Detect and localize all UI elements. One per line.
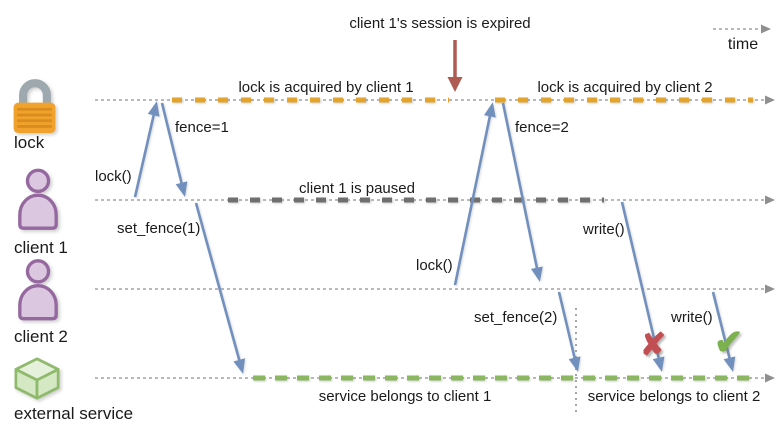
external-service-icon xyxy=(14,357,60,400)
service-belongs-client2-label: service belongs to client 2 xyxy=(587,388,761,405)
lock-call-1-label: lock() xyxy=(95,168,132,185)
write-2-arrow xyxy=(711,291,736,372)
lock-call-1-arrow xyxy=(133,101,160,198)
lock-call-2-arrow xyxy=(453,102,496,286)
lock-icon xyxy=(13,79,56,134)
lock-body xyxy=(13,102,56,134)
set-fence-2-arrow xyxy=(557,291,581,372)
fence-2-arrow xyxy=(501,102,543,282)
lock-acquired-client1-label: lock is acquired by client 1 xyxy=(238,79,414,96)
set-fence-1-label: set_fence(1) xyxy=(117,220,201,237)
write-rejected-icon: ✘ xyxy=(640,327,666,362)
actor-label-client1: client 1 xyxy=(14,238,68,257)
client2-icon xyxy=(18,259,58,321)
write-1-arrow xyxy=(620,201,665,372)
cube-faces xyxy=(14,357,60,400)
lock-shackle xyxy=(19,79,51,112)
fence-1-arrow xyxy=(160,102,188,197)
client1-paused-label: client 1 is paused xyxy=(299,180,415,197)
actor-label-external-service: external service xyxy=(14,404,134,423)
write-accepted-icon: ✔ xyxy=(714,323,744,362)
set-fence-1-arrow xyxy=(194,202,245,374)
fence-2-label: fence=2 xyxy=(515,119,569,136)
write-2-label: write() xyxy=(671,309,713,326)
service-belongs-client1-label: service belongs to client 1 xyxy=(318,388,492,405)
client2-head xyxy=(25,259,51,284)
client1-body xyxy=(18,193,58,230)
client1-icon xyxy=(18,168,58,230)
client2-body xyxy=(18,284,58,321)
set-fence-2-label: set_fence(2) xyxy=(474,309,558,326)
actor-label-lock: lock xyxy=(14,133,45,152)
lock-acquired-client2-label: lock is acquired by client 2 xyxy=(537,79,713,96)
lock-call-2-label: lock() xyxy=(416,257,453,274)
actor-label-client2: client 2 xyxy=(14,327,68,346)
session-expired-label: client 1's session is expired xyxy=(349,15,531,32)
time-axis-label: time xyxy=(727,36,759,53)
write-1-label: write() xyxy=(583,221,625,238)
lock-stripes xyxy=(16,107,53,128)
fence-1-label: fence=1 xyxy=(175,119,229,136)
client1-head xyxy=(25,168,51,194)
